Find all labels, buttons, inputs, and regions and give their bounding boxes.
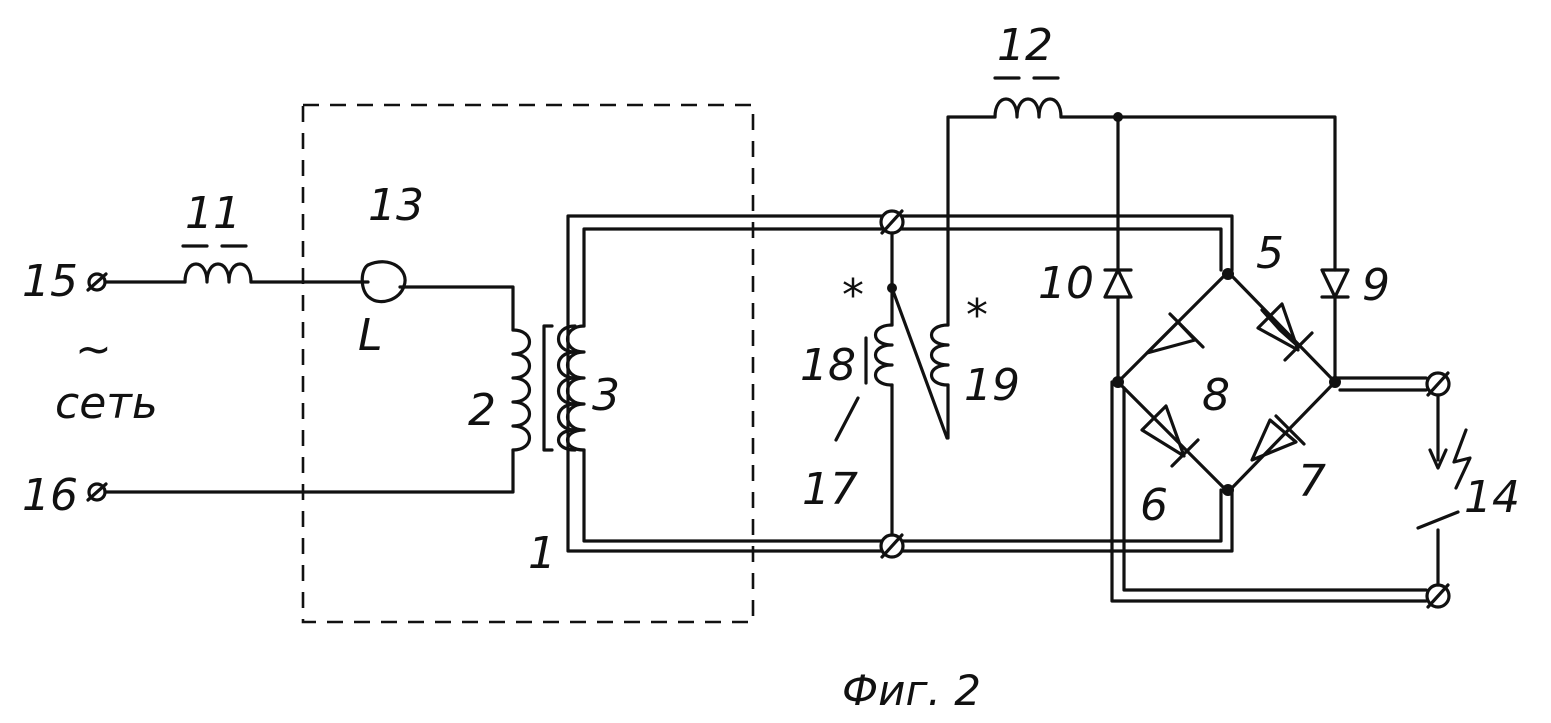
label-star-19: *	[966, 290, 988, 341]
label-3: 3	[592, 370, 620, 421]
junction-bridge-top	[1222, 268, 1234, 280]
label-6: 6	[1140, 480, 1168, 531]
label-19: 19	[964, 360, 1020, 411]
busbar-top	[566, 214, 1234, 452]
terminal-16	[86, 482, 108, 502]
terminal-out-top	[1425, 371, 1451, 397]
winding-2	[511, 328, 531, 452]
wire-bridge-bottom	[1108, 488, 1223, 543]
label-2: 2	[468, 385, 496, 436]
label-14: 14	[1464, 472, 1520, 523]
figure-caption: Фиг. 2	[842, 666, 981, 715]
label-10: 10	[1038, 258, 1094, 309]
transformer-core	[542, 324, 554, 452]
label-network: сеть	[55, 378, 158, 429]
terminal-out-bottom	[1425, 583, 1451, 609]
relay-contact	[890, 286, 949, 440]
coil-19	[929, 323, 950, 387]
label-1: 1	[528, 528, 556, 579]
label-9: 9	[1362, 260, 1390, 311]
choke-12	[993, 76, 1063, 119]
label-12: 12	[997, 20, 1053, 71]
terminal-top	[879, 209, 905, 235]
label-star-18: *	[842, 270, 864, 321]
diode-9	[1320, 268, 1350, 299]
label-8: 8	[1202, 370, 1230, 421]
label-13: 13	[368, 180, 424, 231]
label-5: 5	[1256, 228, 1284, 279]
wire-winding-to-16	[103, 448, 515, 494]
junction-bridge-left	[1112, 376, 1124, 388]
arc-load-14	[1416, 393, 1472, 587]
label-16: 16	[22, 470, 78, 521]
wire-bridge-left-out	[1110, 380, 1428, 603]
diode-10	[1103, 268, 1133, 299]
wire-lamp-to-winding	[398, 285, 515, 332]
relay-armature-17	[834, 396, 860, 442]
terminal-bottom	[879, 533, 905, 559]
wire-top-right	[1059, 115, 1337, 272]
label-7: 7	[1298, 456, 1326, 507]
terminal-15	[86, 272, 108, 292]
busbar-bottom	[566, 448, 1112, 553]
label-11: 11	[185, 188, 241, 239]
label-18: 18	[800, 340, 856, 391]
label-17: 17	[802, 464, 858, 515]
transformer-enclosure	[301, 103, 755, 624]
coil-18	[873, 323, 894, 387]
label-15: 15	[22, 256, 78, 307]
label-lamp-L: L	[358, 310, 383, 361]
label-tilde: ~	[75, 324, 112, 375]
choke-11	[181, 244, 253, 284]
wire-coil-19	[946, 115, 997, 327]
